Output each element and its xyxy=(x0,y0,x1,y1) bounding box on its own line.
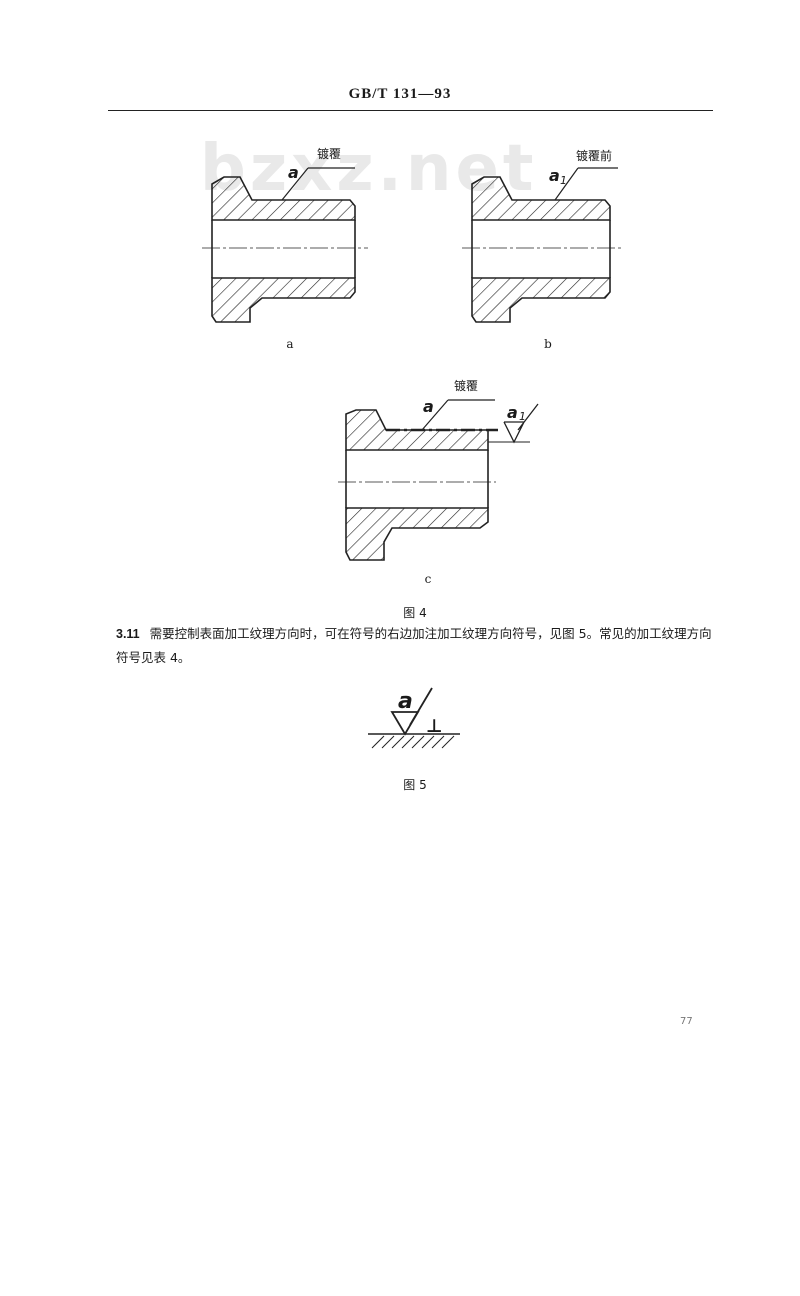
figure-4b-label: b xyxy=(544,337,552,351)
callout-label: 镀覆 xyxy=(317,147,341,161)
surface-hatch xyxy=(371,735,455,749)
leader-line xyxy=(554,167,579,201)
header-rule xyxy=(108,110,713,111)
roughness-symbol xyxy=(390,687,433,736)
figure-4-caption: 图 4 xyxy=(403,606,427,620)
part-section-lower xyxy=(211,277,356,323)
figure-4a-drawing: a 镀覆 xyxy=(202,147,368,323)
part-section-upper xyxy=(471,176,611,221)
symbol-letter: a xyxy=(549,166,560,185)
section-text: 需要控制表面加工纹理方向时，可在符号的右边加注加工纹理方向符号，见图 5。常见的… xyxy=(116,626,712,665)
figure-5-drawing: a ⊥ xyxy=(368,687,460,749)
callout-label: 镀覆前 xyxy=(576,148,612,163)
section-number: 3.11 xyxy=(116,627,140,641)
symbol-subscript: 1 xyxy=(560,174,567,187)
leader-line xyxy=(281,167,309,201)
leader-line xyxy=(421,399,449,431)
symbol-letter: a xyxy=(288,163,299,182)
part-section-lower xyxy=(471,277,611,323)
figure-4a-label: a xyxy=(286,337,294,351)
second-symbol-subscript: 1 xyxy=(519,410,526,423)
standard-header: GB/T 131—93 xyxy=(348,86,452,102)
figure-4c-drawing: a 镀覆 a 1 xyxy=(338,379,539,561)
roughness-symbol xyxy=(503,403,539,444)
part-section-upper xyxy=(211,176,356,221)
lay-direction-symbol: ⊥ xyxy=(426,716,442,737)
part-section-lower xyxy=(345,507,489,561)
figure-5-caption: 图 5 xyxy=(403,778,427,792)
figure-4b-drawing: a 1 镀覆前 xyxy=(462,148,622,323)
symbol-letter: a xyxy=(398,689,413,714)
second-symbol-letter: a xyxy=(507,403,518,422)
page-number: 77 xyxy=(680,1016,693,1027)
symbol-letter: a xyxy=(423,397,434,416)
figure-4c-label: c xyxy=(424,572,432,586)
callout-label: 镀覆 xyxy=(454,379,478,393)
